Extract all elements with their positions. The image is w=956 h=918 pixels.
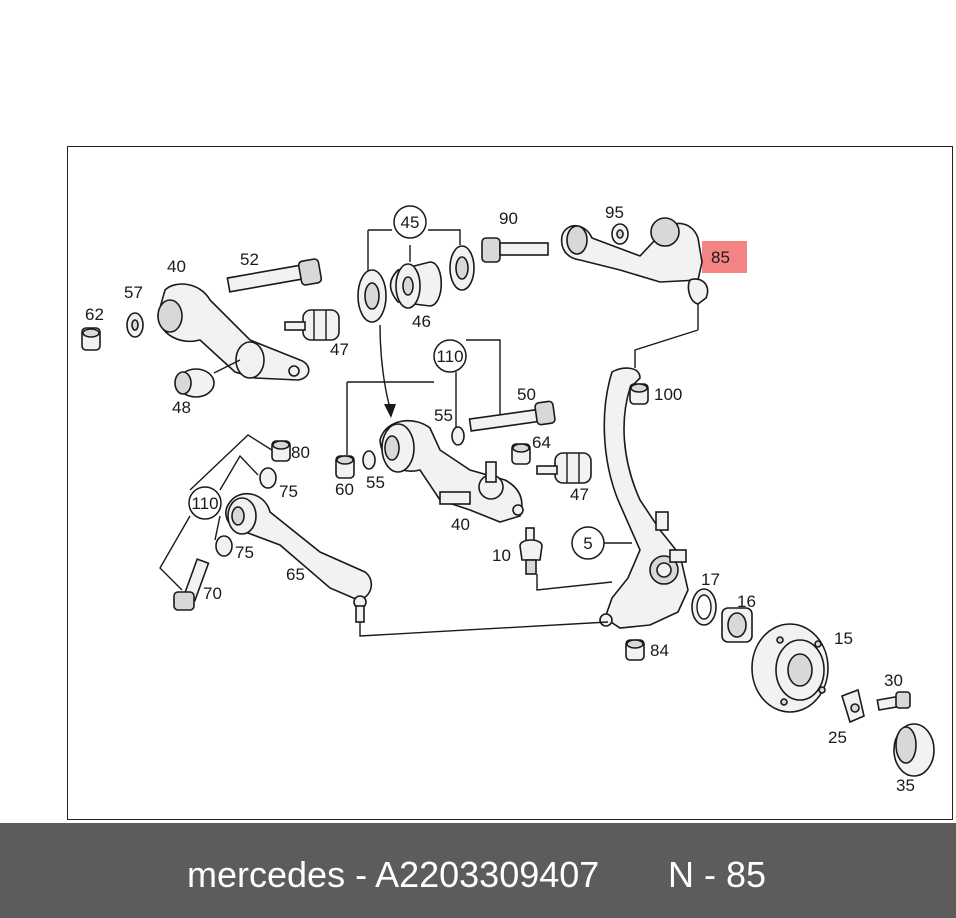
label-84: 84 bbox=[650, 641, 669, 660]
control-arm-65 bbox=[225, 492, 373, 623]
label-70: 70 bbox=[203, 584, 222, 603]
label-75-bottom: 75 bbox=[235, 543, 254, 562]
washer-75-top bbox=[259, 467, 277, 489]
label-16: 16 bbox=[737, 592, 756, 611]
nut-64 bbox=[511, 443, 531, 465]
label-57: 57 bbox=[124, 283, 143, 302]
label-95: 95 bbox=[605, 203, 624, 222]
nut-60 bbox=[335, 455, 355, 479]
control-arm-40-mid bbox=[379, 420, 524, 523]
hub-15 bbox=[751, 623, 829, 713]
washer-55-top bbox=[451, 426, 465, 446]
label-47-mid: 47 bbox=[570, 485, 589, 504]
bushing-45-left bbox=[357, 269, 387, 323]
washer-55-bottom bbox=[362, 450, 376, 470]
label-75-top: 75 bbox=[279, 482, 298, 501]
washer-75-bottom bbox=[215, 535, 233, 557]
label-110-bottom: 110 bbox=[191, 494, 218, 513]
label-85: 85 bbox=[711, 248, 730, 267]
leader-10 bbox=[536, 574, 613, 591]
ball-joint-10 bbox=[519, 527, 543, 575]
label-15: 15 bbox=[834, 629, 853, 648]
label-52: 52 bbox=[240, 250, 259, 269]
label-35: 35 bbox=[896, 776, 915, 795]
upper-arm-85 bbox=[560, 217, 709, 330]
label-65: 65 bbox=[286, 565, 305, 584]
label-60: 60 bbox=[335, 480, 354, 499]
label-46: 46 bbox=[412, 312, 431, 331]
label-45: 45 bbox=[401, 213, 420, 232]
label-110-top: 110 bbox=[436, 347, 463, 366]
clip-25 bbox=[841, 688, 865, 724]
reference-caption: N - 85 bbox=[668, 854, 767, 895]
leader-85-knuckle bbox=[634, 329, 699, 368]
label-40-top: 40 bbox=[167, 257, 186, 276]
ball-joint-47-mid bbox=[536, 452, 592, 484]
seal-17 bbox=[691, 588, 717, 626]
nut-100 bbox=[629, 383, 649, 405]
arrow-to-arm bbox=[379, 324, 396, 418]
label-90: 90 bbox=[499, 209, 518, 228]
bracket-lines-45 bbox=[367, 229, 461, 276]
label-80: 80 bbox=[291, 443, 310, 462]
label-55-bottom: 55 bbox=[366, 473, 385, 492]
label-100: 100 bbox=[654, 385, 682, 404]
nut-80 bbox=[271, 440, 291, 462]
steering-knuckle bbox=[599, 367, 689, 629]
bearing-16 bbox=[721, 607, 753, 643]
bushing-45-right bbox=[449, 245, 475, 291]
bracket-lines-110-top bbox=[346, 339, 501, 455]
nut-84 bbox=[625, 639, 645, 661]
label-55-top: 55 bbox=[434, 406, 453, 425]
bolt-52 bbox=[226, 258, 323, 293]
ball-joint-47-top bbox=[284, 309, 340, 341]
label-25: 25 bbox=[828, 728, 847, 747]
control-arm-40-top bbox=[157, 283, 310, 381]
bushing-46 bbox=[389, 261, 442, 309]
label-10: 10 bbox=[492, 546, 511, 565]
nut-62 bbox=[81, 327, 101, 351]
cap-35 bbox=[893, 723, 935, 777]
bolt-30 bbox=[876, 691, 911, 711]
caption-bar bbox=[0, 823, 956, 918]
label-62: 62 bbox=[85, 305, 104, 324]
label-40-mid: 40 bbox=[451, 515, 470, 534]
washer-95 bbox=[611, 223, 629, 245]
label-50: 50 bbox=[517, 385, 536, 404]
label-17: 17 bbox=[701, 570, 720, 589]
bracket-lines-110-bottom bbox=[159, 434, 276, 591]
callout-45 bbox=[393, 205, 427, 239]
label-30: 30 bbox=[884, 671, 903, 690]
label-64: 64 bbox=[532, 433, 551, 452]
label-48: 48 bbox=[172, 398, 191, 417]
callout-110-top bbox=[433, 339, 467, 373]
bushing-48 bbox=[174, 359, 241, 398]
label-5: 5 bbox=[583, 534, 592, 553]
callout-110-bottom bbox=[188, 486, 222, 520]
label-47-top: 47 bbox=[330, 340, 349, 359]
highlight-85[interactable] bbox=[702, 241, 747, 273]
bolt-90 bbox=[481, 237, 549, 263]
washer-57 bbox=[126, 312, 144, 338]
bolt-70 bbox=[173, 558, 210, 611]
bolt-50 bbox=[468, 400, 556, 432]
leader-65-knuckle bbox=[359, 621, 609, 637]
part-number-caption: mercedes - A2203309407 bbox=[187, 854, 600, 895]
